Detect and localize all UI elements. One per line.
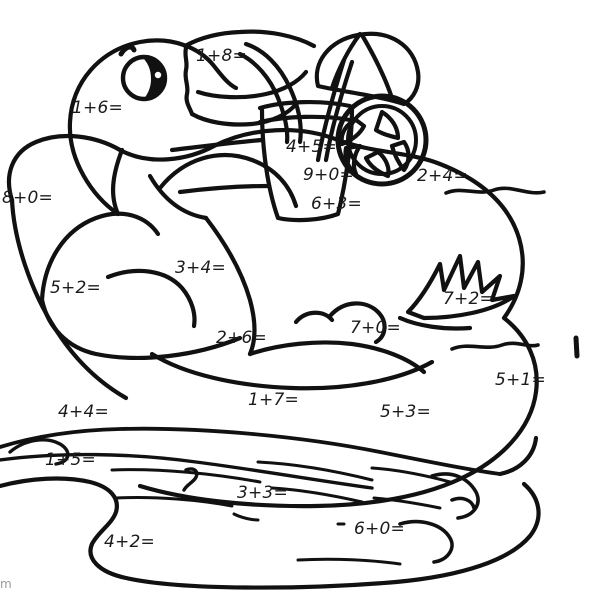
tube-bump-1: [327, 301, 387, 345]
umbrella-pole: [323, 59, 355, 163]
water-ripple-right-upper: [444, 186, 546, 195]
duck-body-back: [203, 215, 257, 357]
duck-wing-lower: [39, 297, 243, 361]
duck-neck: [147, 173, 209, 221]
water-swirl-left: [8, 438, 70, 466]
pond-inner-right-2: [398, 519, 454, 564]
lemon-slice-rind: [335, 93, 429, 187]
duck-beak-mid-line: [195, 69, 309, 100]
duck-breast: [247, 340, 427, 375]
water-line-b: [256, 460, 374, 482]
water-line-g: [296, 557, 402, 566]
lemon-segment-4: [343, 143, 363, 177]
water-tick-1: [232, 512, 260, 522]
lemon-segment-2: [389, 139, 411, 173]
lemon-segment-1: [373, 109, 401, 141]
water-line-a: [110, 468, 262, 484]
water-edge-top: [0, 426, 502, 476]
tube-bump-2: [293, 310, 335, 325]
water-ripple-tail: [450, 341, 540, 351]
pond-inner-notch: [450, 496, 476, 510]
inner-tube-inner-left: [110, 147, 125, 217]
glass-shelf-lower: [177, 183, 271, 195]
water-line-f: [372, 496, 442, 510]
pond-outline-bottom: [0, 476, 541, 590]
glass-body: [259, 105, 355, 223]
water-line-e: [270, 486, 364, 504]
line-art-group: [0, 29, 580, 590]
water-mark-right: [573, 335, 580, 359]
glass-shelf-upper: [169, 137, 265, 153]
duck-beak-crease: [183, 45, 195, 117]
duck-eye-pupil: [144, 59, 165, 99]
umbrella-rib-right: [359, 32, 395, 101]
water-line-c: [370, 466, 452, 484]
duck-eyebrow: [118, 44, 137, 57]
straw-outer-edge: [243, 41, 303, 145]
duck-eye-highlight: [154, 71, 162, 79]
duck-beak-upper: [182, 29, 317, 49]
duck-beak-lower: [189, 101, 299, 127]
lemon-segment-5: [339, 117, 367, 147]
umbrella-pole-2: [315, 57, 347, 163]
duck-body-upper: [157, 152, 299, 209]
duck-body-bottom: [149, 351, 435, 391]
duck-tail-base: [397, 315, 473, 331]
water-edge-second: [0, 452, 374, 490]
duck-wing-crease: [105, 268, 197, 329]
glass-rim-top: [257, 99, 353, 111]
water-swirl-mid: [182, 467, 199, 492]
water-line-d: [114, 495, 234, 508]
duck-wing-outline: [39, 211, 161, 303]
watermark-text: m: [0, 577, 12, 591]
pond-inner-right: [430, 472, 480, 520]
duck-tail-feathers: [405, 253, 517, 321]
lemon-segment-3: [363, 149, 391, 179]
pond-right-curve: [497, 435, 539, 477]
straw-inner-edge: [237, 51, 290, 145]
